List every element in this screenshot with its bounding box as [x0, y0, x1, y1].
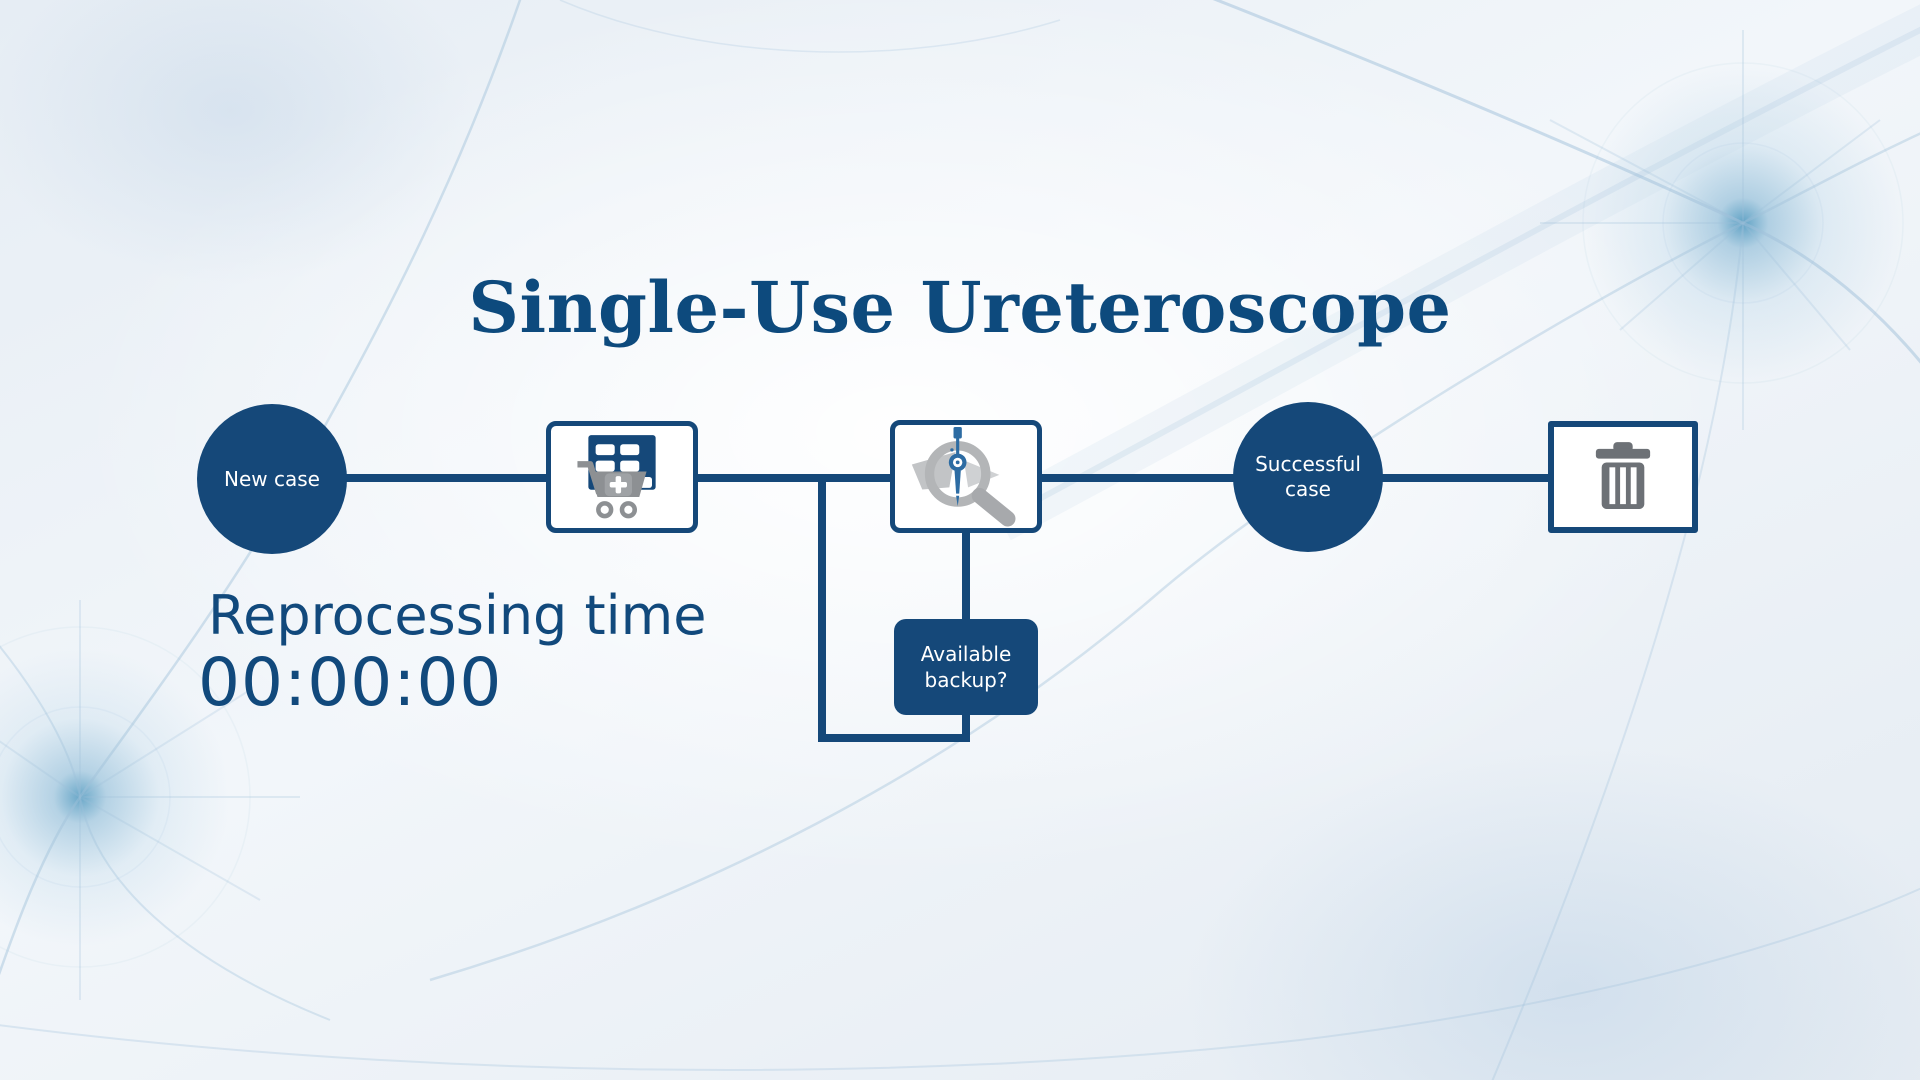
- new-case-label: New case: [224, 466, 320, 491]
- flow-node-inspect-scope: [890, 420, 1042, 533]
- reprocessing-time-value: 00:00:00: [198, 644, 503, 721]
- flow-node-new-case: New case: [197, 404, 347, 554]
- successful-case-label: Successful case: [1255, 452, 1361, 501]
- connector-loop-bottom: [818, 734, 970, 742]
- connector-inspect-to-decision: [962, 520, 970, 624]
- connector-loop-left-vertical: [818, 478, 826, 742]
- background-tint-top-left: [0, 0, 580, 360]
- connector-loop-right-vertical: [962, 702, 970, 742]
- flow-node-successful-case: Successful case: [1233, 402, 1383, 552]
- scope-magnifier-icon: [911, 426, 1016, 526]
- background-tint-bottom-right: [1020, 640, 1920, 1080]
- flow-node-dispose-scope: [1548, 421, 1698, 533]
- decision-box-available-backup: Available backup?: [894, 619, 1038, 715]
- page-title: Single-Use Ureteroscope: [468, 266, 1452, 349]
- cart-plus-icon: [577, 435, 656, 519]
- trash-icon: [1595, 442, 1651, 509]
- decision-label: Available backup?: [920, 642, 1012, 692]
- flow-node-order-scope: [546, 421, 698, 533]
- reprocessing-time-label: Reprocessing time: [208, 584, 707, 647]
